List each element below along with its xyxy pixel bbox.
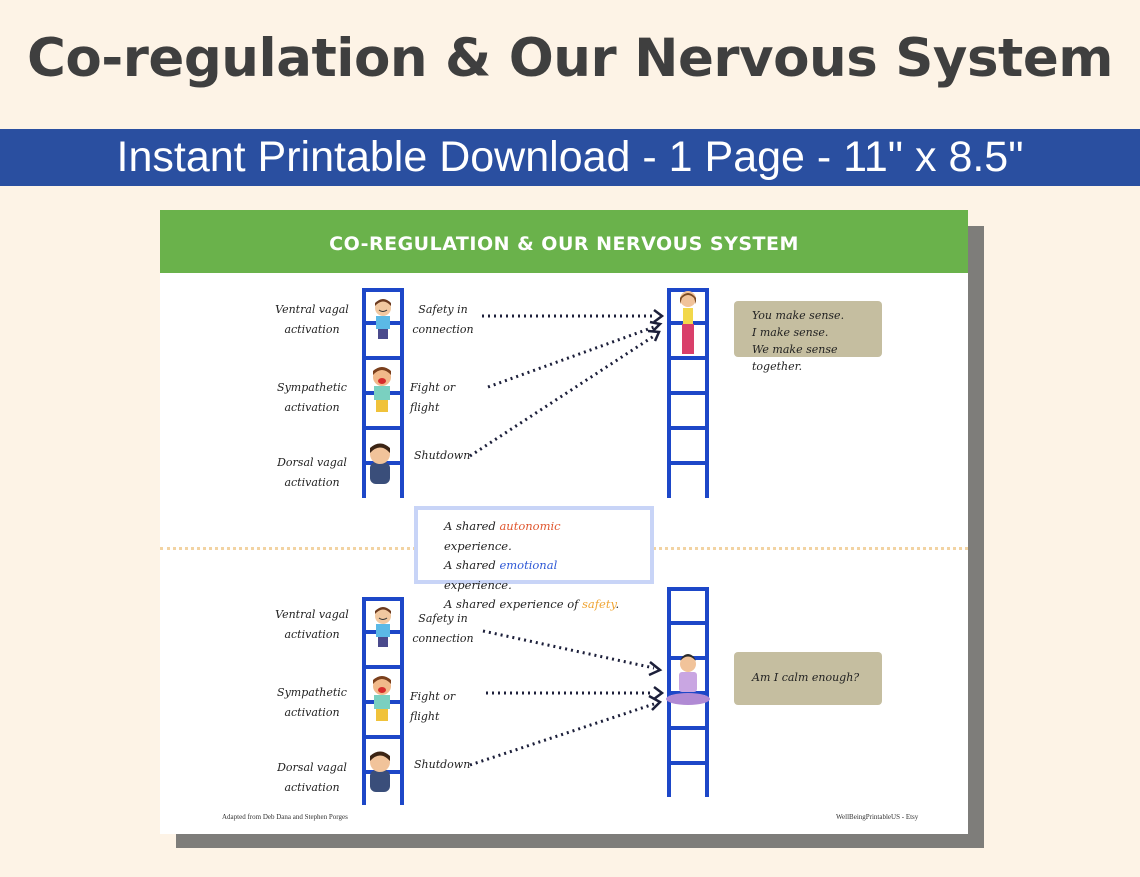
response-shutdown-top: Shutdown <box>414 449 471 462</box>
response-fight-top: Fight or flight <box>410 381 456 414</box>
response-shutdown-bottom: Shutdown <box>414 758 471 771</box>
shared-line-2: A shared emotional experience. <box>444 558 558 592</box>
label-dorsal-top: Dorsal vagal activation <box>277 456 347 489</box>
arrows-bottom <box>469 629 665 767</box>
label-sympathetic-top: Sympathetic activation <box>277 381 347 414</box>
footer-shop: WellBeingPrintableUS - Etsy <box>836 813 919 821</box>
shared-line-3: A shared experience of safety. <box>444 597 620 611</box>
arrows-top <box>469 309 665 458</box>
withdrawn-child-figure <box>370 443 390 484</box>
banner: Instant Printable Download - 1 Page - 11… <box>0 129 1140 186</box>
label-ventral-top: Ventral vagal activation <box>275 303 349 336</box>
upset-child-figure <box>373 367 391 412</box>
response-safety-top: Safety in connection <box>412 303 474 336</box>
shared-experience-box: A shared autonomic experience. A shared … <box>414 506 654 611</box>
note-bottom: Am I calm enough? <box>734 652 882 705</box>
sheet-header: CO-REGULATION & OUR NERVOUS SYSTEM <box>160 210 968 273</box>
label-dorsal-bottom: Dorsal vagal activation <box>277 761 347 794</box>
note-line-3: We make sense together. <box>752 343 838 373</box>
label-ventral-bottom: Ventral vagal activation <box>275 608 349 641</box>
upset-child-figure <box>373 676 391 721</box>
note-line-1: You make sense. <box>752 309 845 322</box>
printable-sheet: CO-REGULATION & OUR NERVOUS SYSTEM Ventr… <box>160 210 968 834</box>
calm-adult-figure <box>680 291 696 354</box>
stressed-adult-figure <box>666 654 710 705</box>
shared-line-1: A shared autonomic experience. <box>444 519 561 553</box>
label-sympathetic-bottom: Sympathetic activation <box>277 686 347 719</box>
happy-child-figure <box>375 607 391 647</box>
note-line-2: I make sense. <box>752 326 829 339</box>
footer-credit: Adapted from Deb Dana and Stephen Porges <box>222 813 348 821</box>
sheet-title: CO-REGULATION & OUR NERVOUS SYSTEM <box>329 233 799 255</box>
happy-child-figure <box>375 299 391 339</box>
withdrawn-child-figure <box>370 751 390 792</box>
banner-text: Instant Printable Download - 1 Page - 11… <box>116 133 1024 181</box>
response-fight-bottom: Fight or flight <box>410 690 456 723</box>
response-safety-bottom: Safety in connection <box>412 612 474 645</box>
headline: Co-regulation & Our Nervous System <box>26 28 1114 89</box>
note-top: You make sense. I make sense. We make se… <box>734 301 882 373</box>
note-bottom-text: Am I calm enough? <box>752 671 860 684</box>
